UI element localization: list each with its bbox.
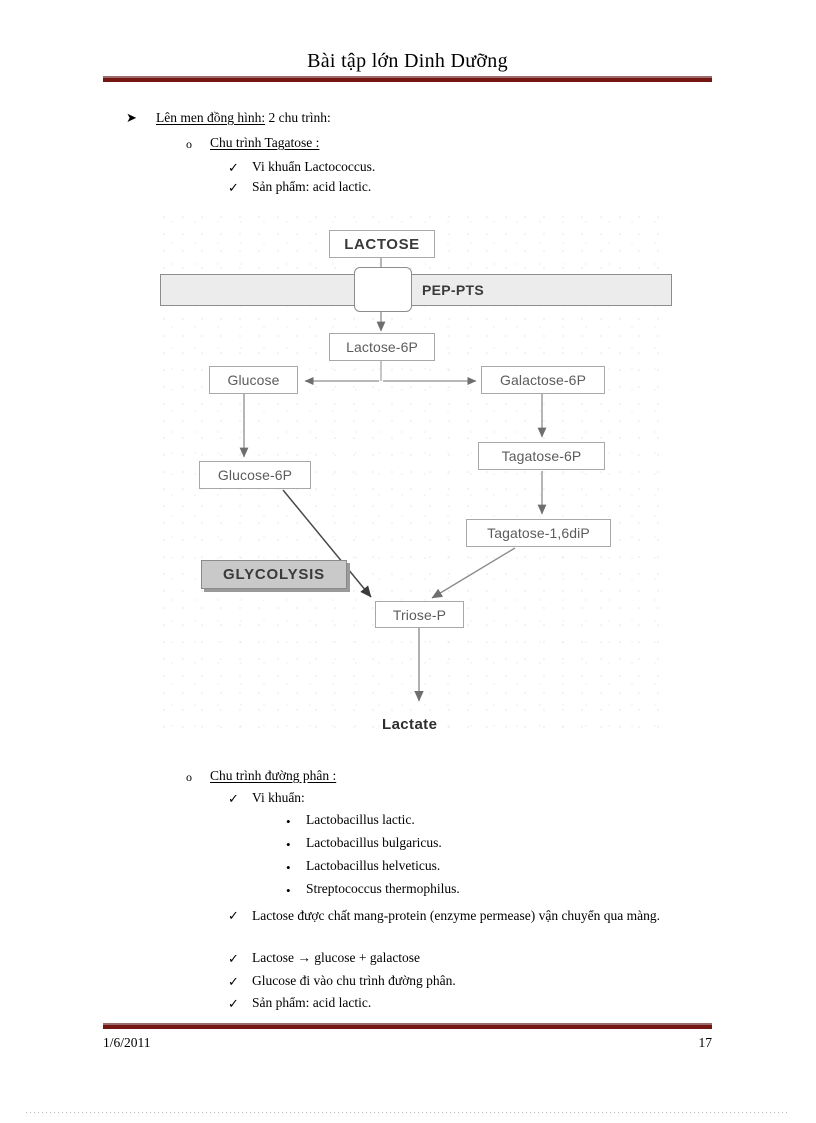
node-lactate: Lactate bbox=[382, 716, 438, 733]
bullet-circle-icon-1: o bbox=[186, 137, 192, 151]
node-galactose-6p: Galactose-6P bbox=[481, 366, 605, 394]
pep-pts-gate bbox=[354, 267, 412, 312]
bullet-dot-icon-1: • bbox=[286, 837, 291, 852]
heading-level1-underlined: Lên men đồng hình: bbox=[156, 110, 266, 125]
section2-bacteria-heading: Vi khuẩn: bbox=[252, 790, 305, 805]
section2-note-3: Sản phẩm: acid lactic. bbox=[252, 995, 372, 1010]
cell-membrane-band bbox=[160, 274, 672, 306]
bullet-dot-icon-0: • bbox=[286, 814, 291, 829]
check-icon-note-2: ✓ bbox=[228, 974, 239, 989]
footer-divider-thin bbox=[103, 1023, 712, 1025]
page-header-title: Bài tập lớn Dinh Dưỡng bbox=[307, 50, 508, 72]
footer-page-number: 17 bbox=[698, 1035, 713, 1050]
bullet-arrow-icon: ➤ bbox=[126, 110, 137, 125]
bacteria-item-3: Streptococcus thermophilus. bbox=[306, 881, 460, 896]
bacteria-item-2: Lactobacillus helveticus. bbox=[306, 858, 441, 873]
footer-date: 1/6/2011 bbox=[103, 1035, 151, 1050]
check-icon-s1-0: ✓ bbox=[228, 160, 239, 175]
header-divider-thick bbox=[103, 78, 712, 82]
heading-level1-rest: 2 chu trình: bbox=[265, 110, 331, 125]
bullet-circle-icon-2: o bbox=[186, 770, 192, 784]
node-lactose-6p: Lactose-6P bbox=[329, 333, 435, 361]
bacteria-item-0: Lactobacillus lactic. bbox=[306, 812, 415, 827]
node-glycolysis: GLYCOLYSIS bbox=[201, 560, 347, 589]
section1-heading: Chu trình Tagatose : bbox=[210, 135, 320, 150]
check-icon-note-0: ✓ bbox=[228, 908, 239, 923]
section2-heading: Chu trình đường phân : bbox=[210, 768, 337, 783]
pathway-arrows bbox=[239, 258, 547, 702]
footer-divider bbox=[103, 1023, 712, 1029]
node-lactose: LACTOSE bbox=[329, 230, 435, 258]
bullet-dot-icon-3: • bbox=[286, 883, 291, 898]
node-triose-p: Triose-P bbox=[375, 601, 464, 628]
tagatose-pathway-diagram: LACTOSE PEP-PTS Lactose-6P Glucose Galac… bbox=[160, 212, 672, 742]
node-tagatose-6p: Tagatose-6P bbox=[478, 442, 605, 470]
section2-note-1: Lactose → glucose + galactose bbox=[252, 950, 421, 965]
section1-item-1: Sản phẩm: acid lactic. bbox=[252, 179, 372, 194]
section2-note-0: Lactose được chất mang-protein (enzyme p… bbox=[252, 908, 661, 923]
section1-item-0: Vi khuẩn Lactococcus. bbox=[252, 159, 376, 174]
bacteria-item-1: Lactobacillus bulgaricus. bbox=[306, 835, 442, 850]
footer-divider-thick bbox=[103, 1025, 712, 1029]
check-icon-note-1: ✓ bbox=[228, 951, 239, 966]
header-divider-thin bbox=[103, 76, 712, 78]
node-glucose-6p: Glucose-6P bbox=[199, 461, 311, 489]
header-divider bbox=[103, 76, 712, 82]
section2-note-2: Glucose đi vào chu trình đường phân. bbox=[252, 973, 456, 988]
check-icon-bacteria: ✓ bbox=[228, 791, 239, 806]
bullet-dot-icon-2: • bbox=[286, 860, 291, 875]
check-icon-note-3: ✓ bbox=[228, 996, 239, 1011]
node-tagatose-16dip: Tagatose-1,6diP bbox=[466, 519, 611, 547]
node-glucose: Glucose bbox=[209, 366, 298, 394]
pep-pts-label: PEP-PTS bbox=[422, 282, 485, 298]
check-icon-s1-1: ✓ bbox=[228, 180, 239, 195]
page-bottom-edge bbox=[26, 1112, 790, 1113]
heading-level1: Lên men đồng hình: 2 chu trình: bbox=[156, 110, 331, 125]
